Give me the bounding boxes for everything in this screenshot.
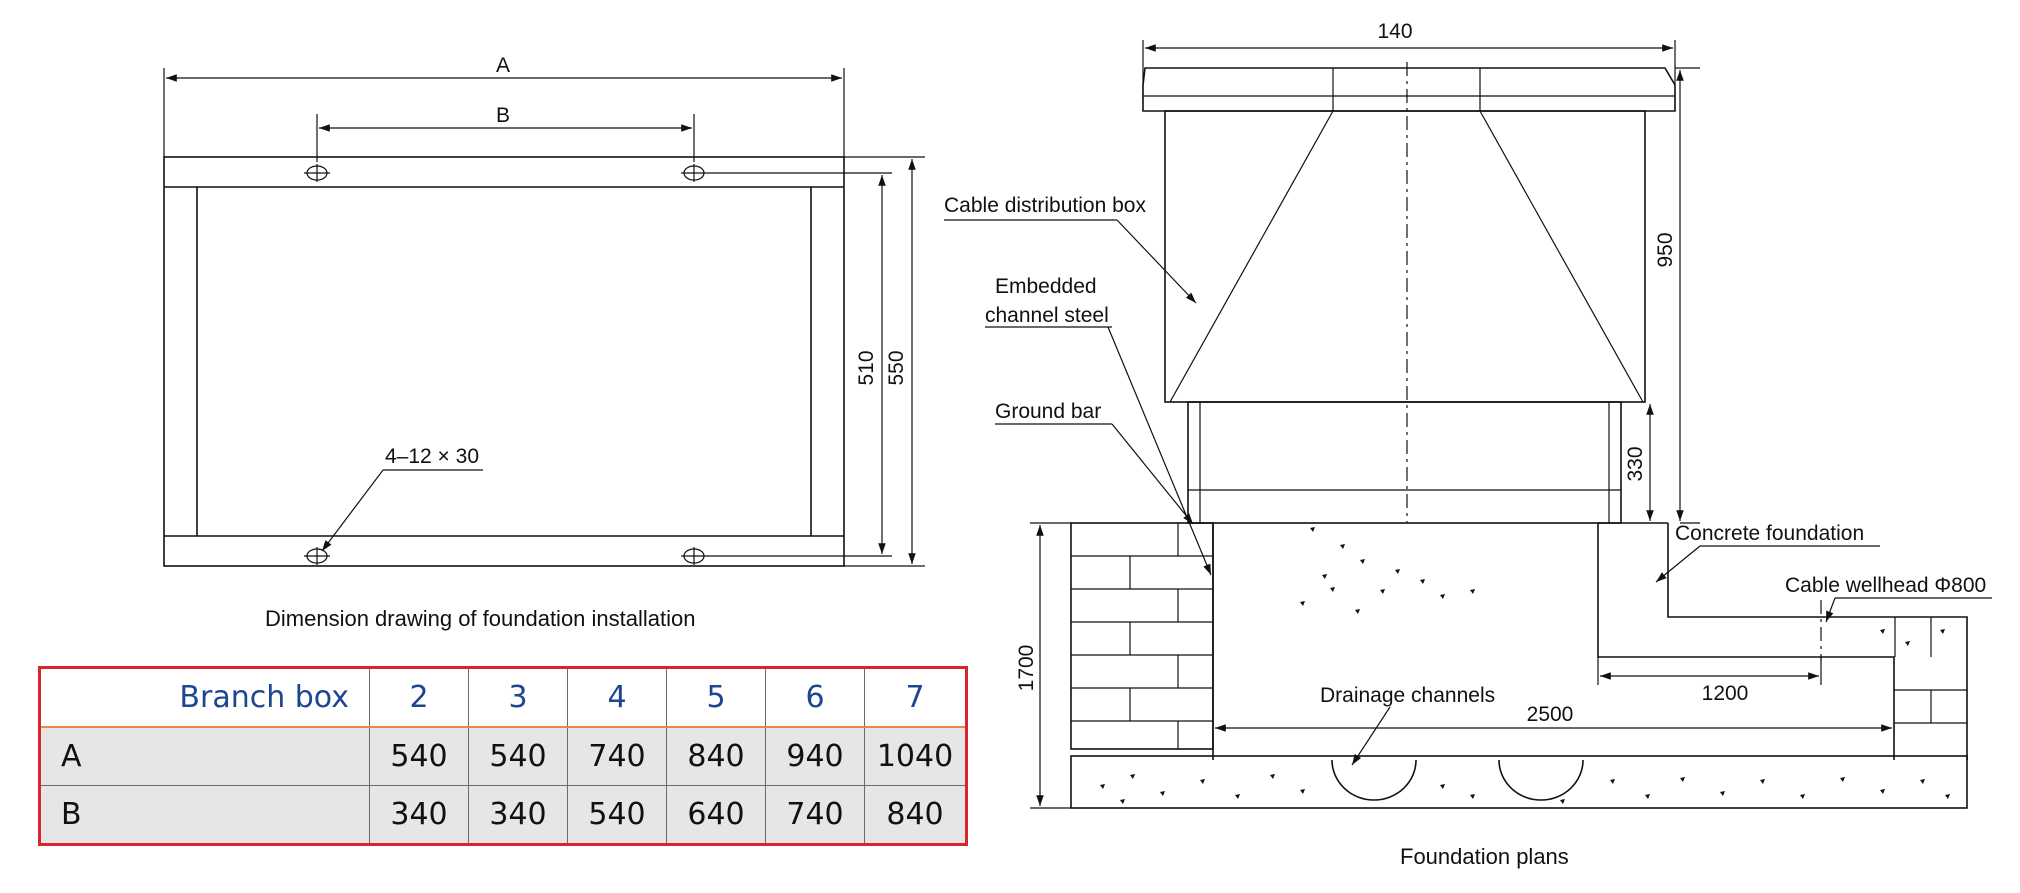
table-header-cell: 7 xyxy=(864,667,967,728)
table-header-cell: 4 xyxy=(567,667,667,728)
row-label: A xyxy=(39,726,370,786)
slot-hole xyxy=(304,164,330,182)
cable-box-leader xyxy=(1116,219,1197,304)
branch-box-header: Branch box xyxy=(39,667,370,728)
wellhead-leader xyxy=(1825,597,1836,623)
hole-spec-label: 4–12 × 30 xyxy=(385,445,479,468)
row-label: B xyxy=(39,785,370,845)
ground-bar-leader xyxy=(1111,423,1194,525)
concrete-leader xyxy=(1655,545,1701,583)
branch-box-dimension-table: Branch box 2 3 4 5 6 7 A 540 540 740 840… xyxy=(38,666,968,846)
foundation-plans-drawing: 140 950 330 1700 2500 1200 Cable distrib… xyxy=(944,20,1992,809)
table-header-cell: 6 xyxy=(765,667,865,728)
dim-a-label: A xyxy=(496,54,510,77)
dim-1200-label: 1200 xyxy=(1702,682,1749,705)
table-cell: 340 xyxy=(468,785,568,845)
dim-550-label: 550 xyxy=(885,350,908,385)
table-row: B 340 340 540 640 740 840 xyxy=(39,785,967,845)
table-header-cell: 2 xyxy=(369,667,469,728)
table-cell: 340 xyxy=(369,785,469,845)
cabinet-body xyxy=(1164,110,1646,403)
table-cell: 740 xyxy=(765,785,865,845)
table-cell: 540 xyxy=(468,726,568,786)
foundation-plans-caption: Foundation plans xyxy=(1400,844,1569,869)
frame-outline xyxy=(163,156,845,567)
dim-950-label: 950 xyxy=(1654,232,1677,267)
slot-hole xyxy=(681,164,707,182)
concrete-texture xyxy=(1100,527,1950,804)
concrete-label: Concrete foundation xyxy=(1675,522,1864,545)
dim-b-label: B xyxy=(496,104,510,127)
table-header-cell: 5 xyxy=(666,667,766,728)
dim-1700-label: 1700 xyxy=(1015,645,1038,692)
table-row: A 540 540 740 840 940 1040 xyxy=(39,726,967,786)
embedded-label-line1: Embedded xyxy=(995,275,1097,298)
foundation-installation-drawing: A B 510 550 4–12 × 30 xyxy=(163,54,925,567)
slot-hole xyxy=(304,547,330,565)
ground-bar-label: Ground bar xyxy=(995,400,1101,423)
drainage-channel xyxy=(1331,759,1417,801)
foundation-pit xyxy=(1070,522,1968,809)
table-header-row: Branch box 2 3 4 5 6 7 xyxy=(39,667,967,728)
wellhead-label: Cable wellhead Φ800 xyxy=(1785,574,1986,597)
cabinet-base xyxy=(1187,401,1622,524)
drainage-leader xyxy=(1351,706,1391,766)
embedded-leader xyxy=(1107,326,1212,576)
table-cell: 840 xyxy=(666,726,766,786)
table-cell: 740 xyxy=(567,726,667,786)
table-header-cell: 3 xyxy=(468,667,568,728)
dim-140-label: 140 xyxy=(1377,20,1412,43)
drainage-label: Drainage channels xyxy=(1320,684,1495,707)
cable-box-label: Cable distribution box xyxy=(944,194,1146,217)
embedded-label-line2: channel steel xyxy=(985,304,1109,327)
box-cap xyxy=(1142,67,1676,112)
table-cell: 540 xyxy=(567,785,667,845)
table-cell: 940 xyxy=(765,726,865,786)
table-cell: 840 xyxy=(864,785,967,845)
table-cell: 540 xyxy=(369,726,469,786)
hole-leader xyxy=(321,469,384,552)
table-cell: 640 xyxy=(666,785,766,845)
drainage-channel xyxy=(1498,759,1584,801)
slot-hole xyxy=(681,547,707,565)
table-cell: 1040 xyxy=(864,726,967,786)
dim-330-label: 330 xyxy=(1624,446,1647,481)
dim-510-label: 510 xyxy=(855,350,878,385)
installation-drawing-caption: Dimension drawing of foundation installa… xyxy=(265,606,696,631)
dim-2500-label: 2500 xyxy=(1527,703,1574,726)
